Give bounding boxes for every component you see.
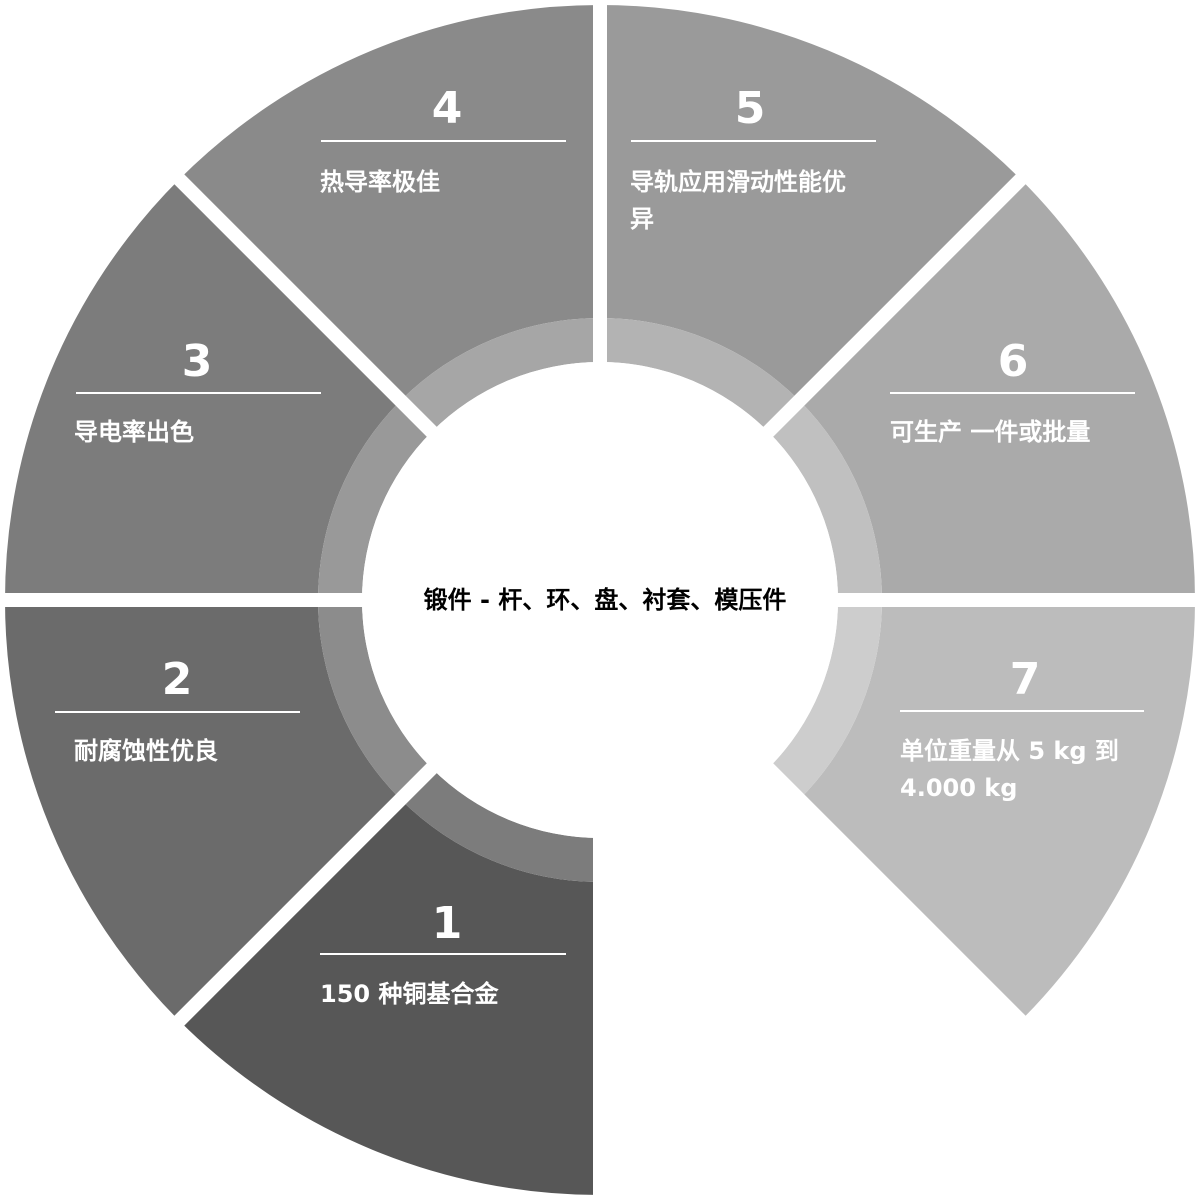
segment-number-6: 6 bbox=[998, 336, 1029, 387]
segment-label-7: 4.000 kg bbox=[900, 774, 1017, 802]
segment-gap-line bbox=[167, 167, 441, 441]
segment-inner-ring-7 bbox=[768, 600, 882, 800]
segment-1 bbox=[179, 799, 600, 1195]
segment-7 bbox=[799, 600, 1195, 1021]
center-label: 锻件 - 杆、环、盘、衬套、模压件 bbox=[424, 586, 787, 614]
segment-number-1: 1 bbox=[432, 898, 463, 949]
segment-5 bbox=[600, 5, 1021, 401]
segment-inner-ring-6 bbox=[768, 400, 882, 600]
segments-layer bbox=[5, 5, 1195, 1195]
segment-number-7: 7 bbox=[1010, 654, 1041, 705]
segment-label-3: 导电率出色 bbox=[74, 418, 194, 446]
labels-layer: 1 150 种铜基合金 2 耐腐蚀性优良 3 导电率出色 4 热导率极佳 5 导轨应用滑动性能优异… bbox=[55, 83, 1144, 1008]
segment-label-4: 热导率极佳 bbox=[320, 168, 440, 196]
segment-gap-line bbox=[759, 759, 1033, 1033]
segment-number-5: 5 bbox=[735, 83, 766, 134]
segment-4 bbox=[179, 5, 600, 401]
segment-number-4: 4 bbox=[432, 83, 463, 134]
segment-inner-ring-1 bbox=[400, 768, 600, 882]
segment-label-1: 150 种铜基合金 bbox=[320, 980, 499, 1008]
segment-inner-ring-2 bbox=[318, 600, 432, 800]
segment-gap-line bbox=[167, 759, 441, 1033]
segment-inner-ring-3 bbox=[318, 400, 432, 600]
segment-label-5: 异 bbox=[630, 205, 654, 233]
inner-ring-layer bbox=[318, 318, 882, 882]
segment-inner-ring-4 bbox=[400, 318, 600, 432]
segment-2 bbox=[5, 600, 401, 1021]
segment-number-2: 2 bbox=[162, 654, 193, 705]
segment-label-2: 耐腐蚀性优良 bbox=[74, 737, 218, 765]
segment-label-7: 单位重量从 5 kg 到 bbox=[900, 737, 1119, 765]
segment-inner-ring-5 bbox=[600, 318, 800, 432]
segment-label-6: 可生产 一件或批量 bbox=[890, 418, 1090, 446]
segment-6 bbox=[799, 179, 1195, 600]
segment-label-5: 导轨应用滑动性能优 bbox=[630, 168, 846, 196]
segment-number-3: 3 bbox=[182, 336, 213, 387]
segment-3 bbox=[5, 179, 401, 600]
segment-gap-line bbox=[759, 167, 1033, 441]
center-circle bbox=[362, 362, 838, 838]
